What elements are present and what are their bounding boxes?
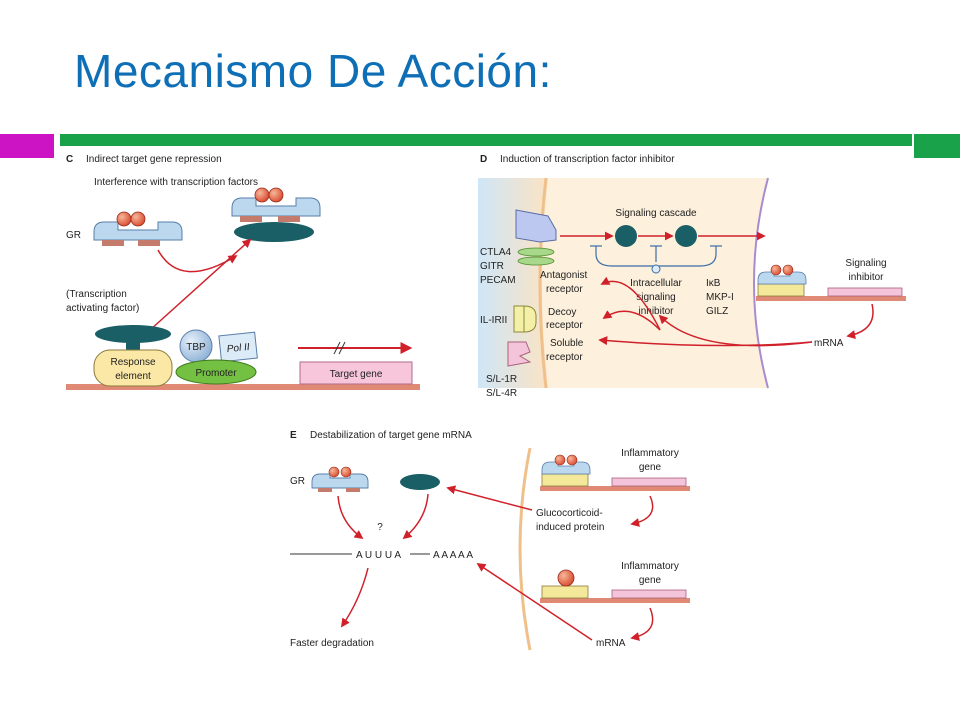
inflam-top-label-1: Inflammatory — [621, 448, 679, 459]
panel-d-letter: D — [480, 154, 487, 165]
panel-d-title: Induction of transcription factor inhibi… — [500, 154, 675, 165]
ctla4-label: CTLA4 — [480, 247, 512, 258]
panel-e-title: Destabilization of target gene mRNA — [310, 430, 472, 441]
tf-label-1: (Transcription — [66, 289, 127, 300]
intracellular-label-1: Intracellular — [630, 278, 682, 289]
inflam-top-label-2: gene — [639, 462, 662, 473]
transcription-factor — [95, 325, 171, 352]
sl1r-label: S/L-1R — [486, 374, 517, 385]
signaling-inhibitor-label-1: Signaling — [845, 258, 886, 269]
arrow-to-antagonist — [600, 276, 661, 331]
decoy-label-2: receptor — [546, 320, 583, 331]
decoy-label-1: Decoy — [548, 307, 576, 318]
cascade-node-1 — [615, 225, 637, 247]
panel-c-letter: C — [66, 154, 73, 165]
gr-receptor-bound — [231, 187, 321, 242]
panel-e-letter: E — [290, 430, 297, 441]
aaaaa-sequence: A A A A A — [433, 550, 473, 561]
antagonist-label-1: Antagonist — [540, 270, 587, 281]
response-label-1: Response — [110, 357, 155, 368]
panel-d: D Induction of transcription factor inhi… — [478, 154, 914, 399]
panel-c-dna — [66, 384, 420, 390]
tf-label-2: activating factor) — [66, 303, 139, 314]
green-accent-bar-right — [914, 134, 960, 158]
decoy-receptor-shape — [513, 305, 537, 333]
gitr-label: GITR — [480, 261, 504, 272]
inflam-bottom-label-2: gene — [639, 575, 662, 586]
panel-e-gene-top — [540, 454, 690, 491]
soluble-receptor-shape — [507, 341, 532, 367]
target-gene: Target gene — [299, 361, 413, 385]
ikb-label: IκB — [706, 278, 721, 289]
panel-e-gr-label: GR — [290, 476, 305, 487]
auuua-sequence: A U U U A — [356, 550, 401, 561]
tbp-label: TBP — [186, 342, 206, 353]
panel-c-gr-label: GR — [66, 230, 81, 241]
soluble-label-2: receptor — [546, 352, 583, 363]
il-irii-label: IL-IRII — [480, 315, 507, 326]
glucocorticoid-label-1: Glucocorticoid- — [536, 508, 603, 519]
signaling-cascade-label: Signaling cascade — [615, 208, 697, 219]
pecam-label: PECAM — [480, 275, 516, 286]
arrow-gr-to-tf — [157, 249, 238, 273]
pol-label: Pol II — [226, 342, 250, 355]
promoter: Promoter — [175, 359, 257, 385]
slide-title: Mecanismo De Acción: — [74, 45, 552, 97]
panel-c-title: Indirect target gene repression — [86, 154, 222, 165]
arrow-tf-to-gr — [149, 238, 252, 331]
sl4r-label: S/L-4R — [486, 388, 517, 399]
arrow-to-decoy — [602, 310, 661, 331]
panel-d-mrna-label: mRNA — [814, 338, 844, 349]
target-gene-label: Target gene — [330, 369, 383, 380]
green-accent-bar-left — [60, 134, 912, 146]
magenta-accent-bar — [0, 134, 54, 158]
question-mark: ? — [377, 522, 383, 533]
inflam-bottom-label-1: Inflammatory — [621, 561, 679, 572]
promoter-label: Promoter — [195, 368, 237, 379]
cascade-node-2 — [675, 225, 697, 247]
pol-ii: Pol II — [218, 331, 258, 363]
panel-e-membrane — [518, 447, 532, 651]
soluble-label-1: Soluble — [550, 338, 584, 349]
panel-e-gene-bottom — [540, 569, 690, 603]
mkp-label: MKP-I — [706, 292, 734, 303]
receptor-ctla4 — [515, 209, 557, 243]
panel-e: E Destabilization of target gene mRNA GR… — [290, 430, 690, 651]
antagonist-label-2: receptor — [546, 284, 583, 295]
response-label-2: element — [115, 371, 151, 382]
arrow-mrna-to-soluble — [598, 336, 813, 347]
intracellular-label-3: inhibitor — [638, 306, 674, 317]
gr-receptor-left — [93, 211, 183, 246]
panel-e-mrna-label: mRNA — [596, 638, 626, 649]
glucocorticoid-induced-protein-shape — [400, 474, 440, 490]
panel-e-gr-receptor — [311, 466, 369, 492]
intracellular-label-2: signaling — [636, 292, 675, 303]
panel-d-gr-on-gene — [756, 264, 906, 301]
tbp-protein: TBP — [179, 329, 213, 363]
panel-c: C Indirect target gene repression Interf… — [66, 154, 420, 390]
glucocorticoid-label-2: induced protein — [536, 522, 604, 533]
response-element: Response element — [93, 349, 173, 387]
gilz-label: GILZ — [706, 306, 728, 317]
faster-degradation-label: Faster degradation — [290, 638, 374, 649]
signaling-inhibitor-label-2: inhibitor — [848, 272, 884, 283]
nucleus — [754, 178, 914, 388]
panel-c-subtitle: Interference with transcription factors — [94, 177, 258, 188]
